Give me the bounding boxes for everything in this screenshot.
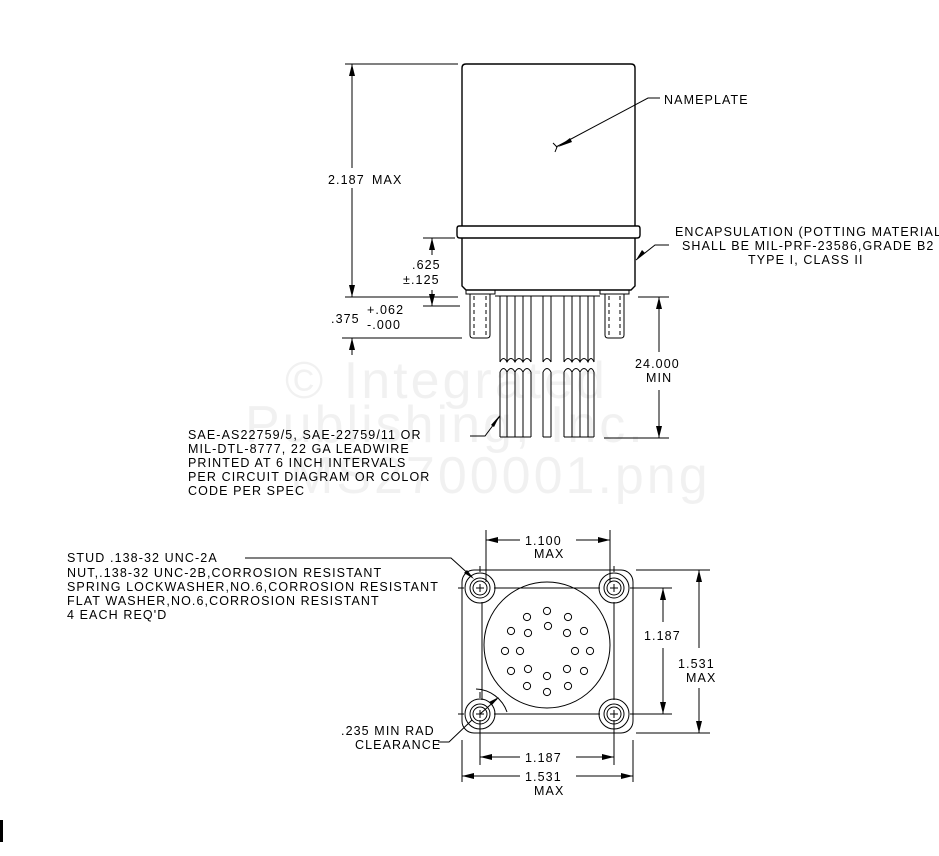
stud-left [469, 294, 491, 339]
note-line: PRINTED AT 6 INCH INTERVALS [188, 456, 406, 470]
mounting-flange-outline [461, 569, 634, 734]
wire-break-line [563, 358, 595, 364]
dim-value: 1.187 [525, 751, 562, 765]
note-line: SAE-AS22759/5, SAE-22759/11 OR [188, 428, 422, 442]
header-pin [562, 664, 572, 674]
note-line: NUT,.138-32 UNC-2B,CORROSION RESISTANT [67, 566, 382, 580]
wire-break-line [499, 368, 532, 374]
dim-top-width: 1.100 MAX [485, 530, 611, 582]
nameplate-callout: NAMEPLATE [552, 93, 749, 153]
wire-break-line [542, 358, 552, 363]
watermark-line-1: © Integrated [285, 352, 608, 410]
note-line: CLEARANCE [355, 738, 441, 752]
mounting-stud-icon [592, 566, 636, 604]
dim-qualifier: MAX [372, 173, 402, 187]
dim-lead-length: 24.000 MIN [604, 296, 680, 439]
relay-can-body [461, 63, 636, 226]
dim-overall-h: 1.531 MAX [461, 740, 634, 798]
header-pin [506, 666, 516, 676]
edge-mark [0, 820, 3, 842]
note-line: STUD .138-32 UNC-2A [67, 551, 218, 565]
dim-qualifier: MAX [534, 784, 564, 798]
note-line: ENCAPSULATION (POTTING MATERIAL) [675, 225, 939, 239]
header-pin [542, 671, 552, 681]
note-line: 4 EACH REQ'D [67, 608, 167, 622]
dim-band: .625 ±.125 [403, 237, 460, 307]
header-pin [579, 666, 589, 676]
note-line: PER CIRCUIT DIAGRAM OR COLOR [188, 470, 430, 484]
header-pin [523, 628, 533, 638]
dim-value: 1.187 [644, 629, 681, 643]
watermark: © Integrated Publishing, Inc. MS2700001.… [245, 352, 711, 505]
mounting-stud-icon [458, 692, 502, 730]
dim-value: 2.187 [328, 173, 365, 187]
stud-base-right [599, 289, 630, 295]
header-pin [570, 646, 580, 656]
watermark-line-3: MS2700001.png [290, 447, 711, 505]
side-view: 2.187 MAX .625 ±.125 .375 +.062 -.000 [188, 63, 939, 498]
mounting-stud-icon [458, 566, 502, 604]
header-pin [585, 646, 595, 656]
header-disc [483, 581, 611, 709]
clearance-callout: .235 MIN RAD CLEARANCE [341, 688, 508, 752]
note-line: SHALL BE MIL-PRF-23586,GRADE B2 [682, 239, 934, 253]
stud-callout: STUD .138-32 UNC-2A NUT,.138-32 UNC-2B,C… [67, 551, 474, 622]
dim-value: 1.100 [525, 534, 562, 548]
header-pins [500, 606, 595, 697]
dim-value: 1.531 [525, 770, 562, 784]
encapsulation-callout: ENCAPSULATION (POTTING MATERIAL) SHALL B… [635, 225, 939, 267]
potting-section [461, 238, 636, 291]
note-line: FLAT WASHER,NO.6,CORROSION RESISTANT [67, 594, 380, 608]
header-pin [579, 626, 589, 636]
header-pin [522, 612, 532, 622]
note-line: MIL-DTL-8777, 22 GA LEADWIRE [188, 442, 410, 456]
stud-right [604, 294, 625, 339]
wire-break-line [499, 358, 532, 364]
header-pin [506, 626, 516, 636]
dim-value: .625 [412, 258, 441, 272]
dim-hole-spacing-v: 1.187 [630, 587, 681, 715]
dim-overall-height: 2.187 MAX [328, 63, 458, 298]
dim-tol-plus: +.062 [367, 303, 404, 317]
watermark-line-2: Publishing, Inc. [245, 396, 646, 454]
dim-tolerance: ±.125 [403, 273, 440, 287]
header-pin [563, 612, 573, 622]
dim-qualifier: MIN [646, 371, 672, 385]
note-line: TYPE I, CLASS II [748, 253, 864, 267]
note-line: SPRING LOCKWASHER,NO.6,CORROSION RESISTA… [67, 580, 439, 594]
flange-band [456, 225, 641, 239]
leadwire-callout: SAE-AS22759/5, SAE-22759/11 OR MIL-DTL-8… [188, 415, 501, 498]
dim-qualifier: MAX [686, 671, 716, 685]
note-line: CODE PER SPEC [188, 484, 305, 498]
header-pin [543, 621, 553, 631]
dim-value: .375 [331, 312, 360, 326]
bottom-view: 1.100 MAX 1.187 1.531 MAX 1.187 1.531 MA… [67, 530, 716, 798]
note-line: .235 MIN RAD [341, 724, 435, 738]
header-pin [523, 664, 533, 674]
header-pin [563, 681, 573, 691]
wire-break-line [542, 368, 552, 373]
header-pin [500, 646, 510, 656]
dim-qualifier: MAX [534, 547, 564, 561]
header-pin [542, 606, 552, 616]
dim-tol-minus: -.000 [367, 318, 401, 332]
dim-hole-spacing-h: 1.187 [479, 720, 615, 765]
nameplate-label: NAMEPLATE [664, 93, 749, 107]
dim-value: 1.531 [678, 657, 715, 671]
header-pin [542, 687, 552, 697]
dim-stud-length: .375 +.062 -.000 [331, 303, 462, 355]
header-pin [515, 646, 525, 656]
stud-base-left [465, 289, 496, 295]
header-pin [562, 628, 572, 638]
dim-overall-v: 1.531 MAX [636, 569, 716, 734]
dim-value: 24.000 [635, 357, 680, 371]
wire-break-line [563, 368, 595, 374]
lead-wires [499, 296, 595, 438]
header-pin [522, 681, 532, 691]
